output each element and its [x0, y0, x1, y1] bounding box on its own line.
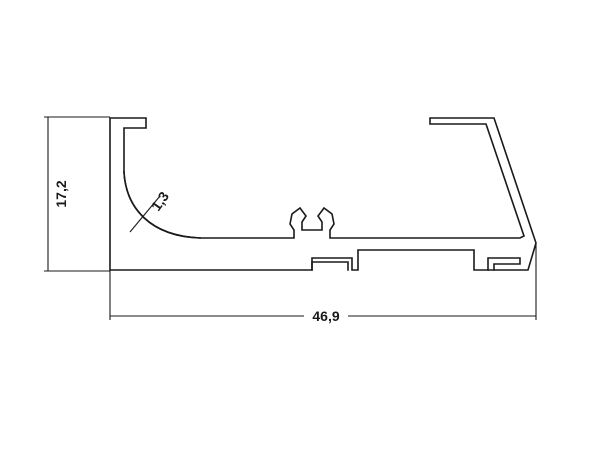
bottom-slot-right — [487, 257, 521, 271]
width-dimension-label-bg — [304, 306, 348, 324]
profile-outline — [109, 117, 537, 271]
profile-inner-curve — [123, 171, 201, 239]
bottom-slot-left — [311, 261, 349, 271]
height-dimension-label: 17,2 — [53, 180, 69, 207]
thickness-leader — [129, 195, 161, 233]
thickness-label: 1,3 — [148, 188, 172, 213]
width-dimension-label: 46,9 — [312, 308, 339, 324]
